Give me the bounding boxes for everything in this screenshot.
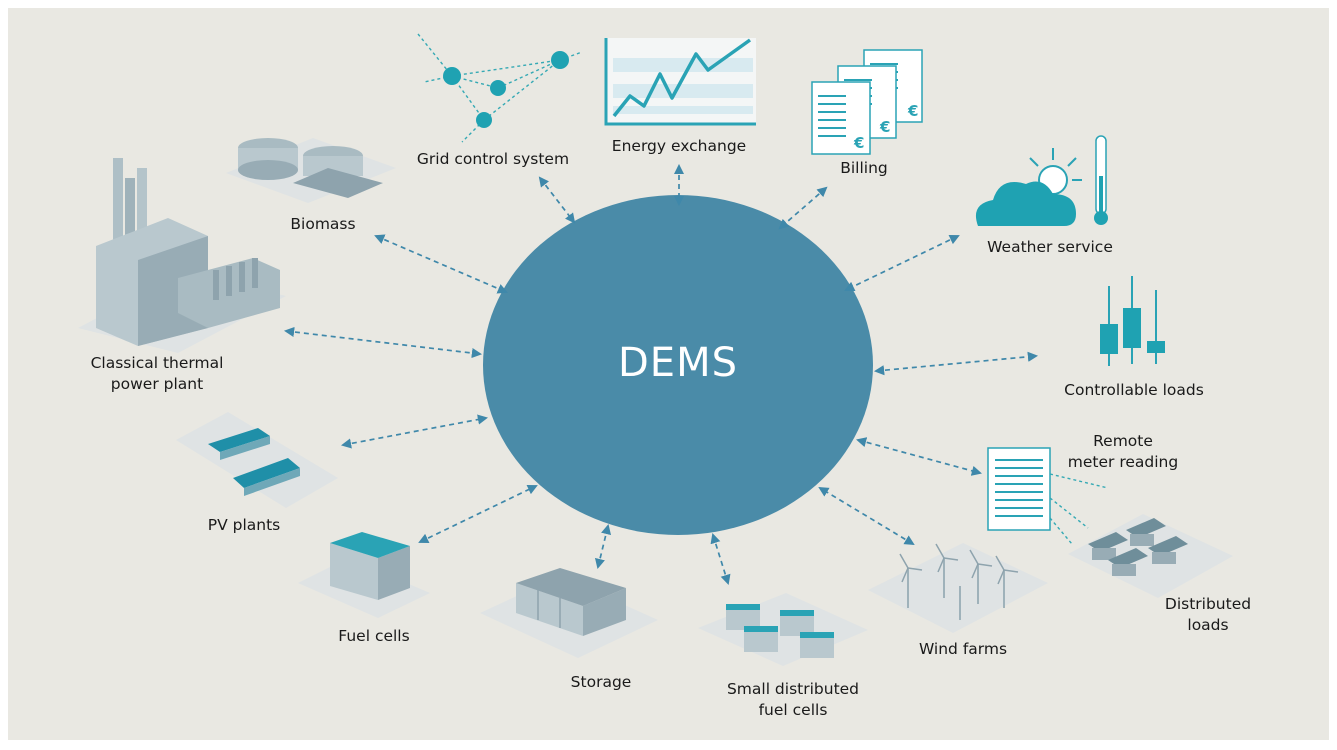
dems-label: DEMS [618,340,738,386]
label-biomass: Biomass [290,215,356,233]
dems-diagram: € € € [8,8,1329,740]
label-grid-control: Grid control system [416,150,570,168]
grid-control-icon [417,33,583,143]
euro-glyph: € [879,118,890,136]
distributed-loads-icon [1068,514,1233,598]
arrow-pv [340,414,489,449]
thermal-plant-icon [78,158,286,353]
arrow-small-fuel-cells [710,533,731,585]
label-small-2: fuel cells [758,701,828,719]
label-energy-exchange: Energy exchange [611,137,747,155]
label-remote-2: meter reading [1067,453,1179,471]
label-thermal-1: Classical thermal [90,354,224,372]
euro-glyph: € [907,102,918,120]
pv-plants-icon [176,412,338,508]
arrow-controllable [873,351,1039,376]
arrow-billing [778,186,828,230]
arrow-thermal [283,326,483,359]
label-thermal-2: power plant [110,375,204,393]
arrow-remote-meter [856,437,982,476]
label-weather: Weather service [987,238,1113,256]
label-billing: Billing [840,159,888,177]
label-controllable: Controllable loads [1064,381,1204,399]
small-fuel-cells-icon [698,593,868,666]
biomass-icon [226,138,396,203]
label-remote-1: Remote [1093,432,1153,450]
label-pv: PV plants [207,516,281,534]
euro-glyph: € [853,134,864,152]
arrow-grid-control [538,176,576,224]
connector-arrows [283,163,1039,585]
billing-icon: € € € [811,49,923,155]
arrow-wind [818,486,915,546]
label-storage: Storage [570,673,632,691]
weather-icon [975,135,1108,226]
label-fuel-cells: Fuel cells [338,627,410,645]
arrow-storage [594,524,612,569]
dems-hub [483,195,873,535]
label-distributed-1: Distributed [1164,595,1252,613]
arrow-weather [844,234,960,292]
diagram-canvas: € € € [78,33,1233,666]
wind-farms-icon [868,543,1048,633]
label-wind: Wind farms [918,640,1008,658]
remote-meter-icon [987,447,1109,545]
label-small-1: Small distributed [726,680,860,698]
energy-exchange-icon [604,38,756,126]
fuel-cells-icon [298,532,430,618]
arrow-biomass [374,234,508,294]
controllable-loads-icon [1100,276,1165,366]
storage-icon [480,568,658,658]
arrow-fuel-cells [418,484,538,544]
label-distributed-2: loads [1187,616,1229,634]
